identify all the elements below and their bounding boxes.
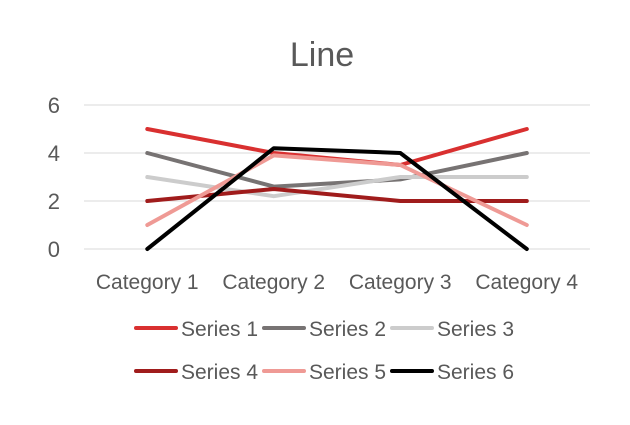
x-tick-label: Category 1 (96, 271, 199, 294)
legend-label: Series 2 (309, 318, 386, 341)
chart-title: Line (290, 36, 354, 74)
legend-item: Series 5 (262, 361, 386, 384)
series-lines (145, 127, 529, 251)
series-line-2 (145, 151, 529, 189)
series-line-6 (145, 146, 529, 251)
legend-label: Series 6 (437, 361, 514, 384)
x-tick-label: Category 3 (349, 271, 452, 294)
series-line-3 (145, 175, 529, 199)
legend-item: Series 6 (390, 361, 514, 384)
legend-item: Series 3 (390, 318, 514, 341)
y-tick-label: 2 (48, 189, 60, 214)
y-tick-label: 6 (48, 93, 60, 118)
legend-label: Series 3 (437, 318, 514, 341)
y-tick-label: 0 (48, 237, 60, 262)
y-tick-label: 4 (48, 141, 60, 166)
legend-item: Series 1 (134, 318, 258, 341)
legend-label: Series 4 (181, 361, 258, 384)
legend-label: Series 5 (309, 361, 386, 384)
legend: Series 1 Series 2 Series 3 Series 4 Series 5… (134, 318, 514, 384)
legend-item: Series 2 (262, 318, 386, 341)
x-axis-ticks: Category 1 Category 2 Category 3 Category 4 (96, 271, 579, 294)
x-tick-label: Category 2 (222, 271, 325, 294)
x-tick-label: Category 4 (475, 271, 578, 294)
y-axis-ticks: 0 2 4 6 (48, 93, 60, 262)
legend-item: Series 4 (134, 361, 258, 384)
series-line-5 (145, 153, 529, 227)
legend-label: Series 1 (181, 318, 258, 341)
